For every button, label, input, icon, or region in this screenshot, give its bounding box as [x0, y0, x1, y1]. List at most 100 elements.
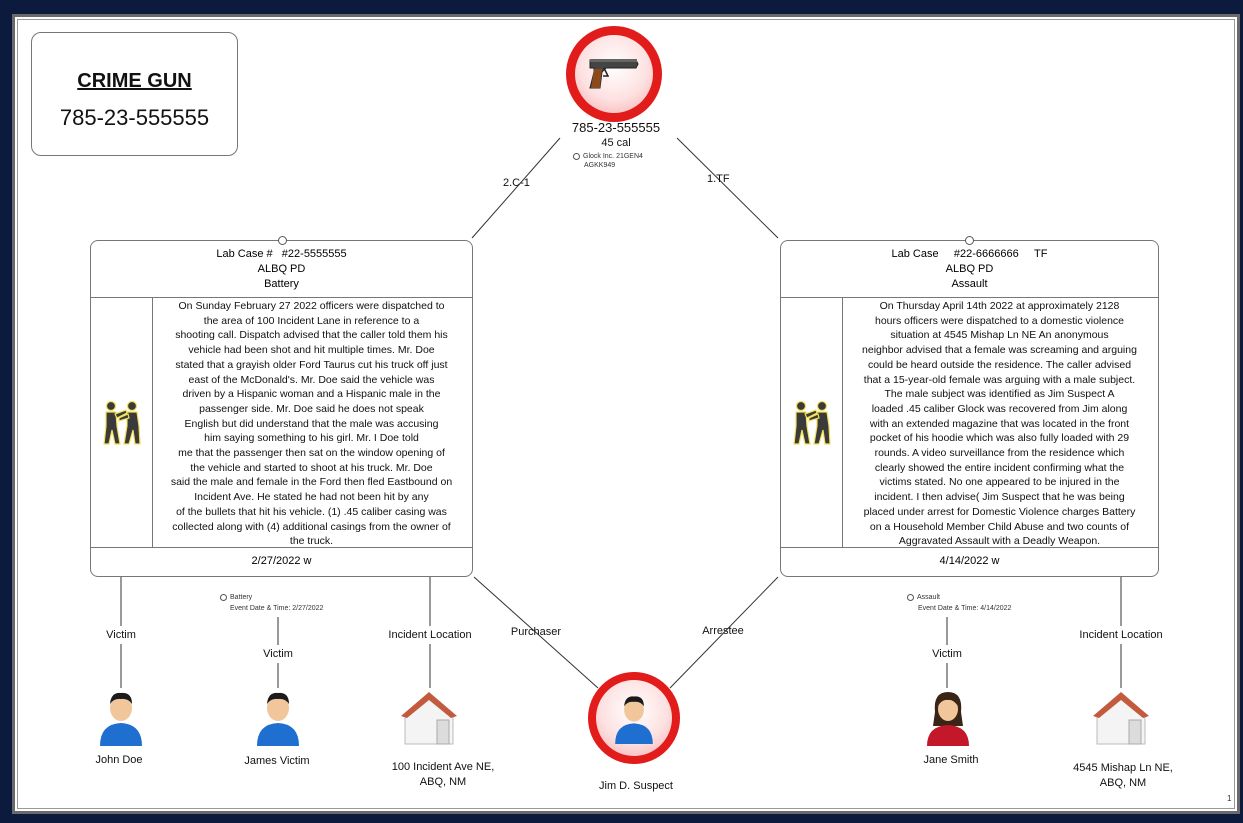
- event-title-right: Assault: [907, 593, 940, 602]
- entity-name: John Doe: [95, 754, 143, 766]
- narrative-line: The male subject was identified as Jim S…: [884, 388, 1115, 401]
- crime-gun-title-box: CRIME GUN 785-23-555555: [31, 32, 238, 156]
- pistol-icon: [589, 59, 639, 89]
- link-right-case-suspect: [669, 576, 779, 689]
- edge-label-arrestee: Arrestee: [702, 625, 744, 637]
- narrative-line: with an extended magazine that was locat…: [869, 417, 1130, 430]
- edge-label-incident-location: Incident Location: [388, 629, 472, 641]
- attribute-circle-icon: [907, 593, 914, 601]
- person-jane-smith[interactable]: [925, 688, 971, 751]
- case-narrative: On Sunday February 27 2022 officers were…: [153, 298, 470, 548]
- case-card-left[interactable]: Lab Case # #22-5555555 ALBQ PD Battery O…: [90, 236, 473, 577]
- male-person-icon: [615, 696, 653, 744]
- person-james-victim[interactable]: [255, 688, 301, 751]
- narrative-line: On Thursday April 14th 2022 at approxima…: [879, 300, 1120, 312]
- narrative-line: east of the McDonald's. Mr. Doe said the…: [188, 373, 435, 386]
- entity-name: James Victim: [244, 755, 310, 767]
- narrative-line: the truck.: [289, 535, 334, 548]
- location-incident-ave[interactable]: [399, 688, 459, 751]
- female-person-icon: [927, 692, 969, 746]
- edge-label-victim: Victim: [932, 648, 962, 660]
- narrative-line: placed under arrest for Domestic Violenc…: [863, 505, 1136, 518]
- attribute-circle-icon: [220, 593, 227, 601]
- location-address-right: 4545 Mishap Ln NE,ABQ, NM: [1073, 761, 1173, 791]
- suspect-node[interactable]: [588, 672, 680, 764]
- title-number: 785-23-555555: [59, 105, 210, 130]
- narrative-line: On Sunday February 27 2022 officers were…: [178, 300, 445, 312]
- narrative-line: hours officers were dispatched to a dome…: [874, 314, 1125, 327]
- event-detail-left: Event Date & Time: 2/27/2022: [230, 605, 324, 612]
- gun-make-line: Glock Inc. 21GEN4: [573, 152, 643, 161]
- connector-knob: [278, 236, 287, 245]
- narrative-line: English but did understand that the male…: [184, 417, 439, 430]
- house-icon: [401, 692, 457, 745]
- case-suffix: TF: [1034, 248, 1048, 260]
- narrative-line: said the male and female in the Ford the…: [170, 476, 453, 489]
- case-offense: Battery: [264, 278, 299, 290]
- entity-name: Jim D. Suspect: [599, 780, 673, 792]
- edge-label-purchaser: Purchaser: [510, 626, 562, 638]
- narrative-line: him saying something to his girl. Mr. I …: [204, 432, 419, 445]
- fighting-people-icon: [792, 400, 831, 445]
- male-person-icon: [100, 692, 142, 746]
- case-agency: ALBQ PD: [257, 263, 306, 275]
- address-line: 4545 Mishap Ln NE,: [1073, 762, 1173, 774]
- case-date-footer: 4/14/2022 w: [781, 547, 1158, 576]
- gun-code: AGKK949: [584, 162, 616, 169]
- link-left-case-suspect: [473, 576, 599, 689]
- gun-caliber: 45 cal: [601, 137, 631, 149]
- narrative-line: Incident Ave. He stated he had not been …: [194, 491, 429, 504]
- narrative-line: situation at 4545 Mishap Ln NE An anonym…: [890, 329, 1109, 342]
- narrative-line: neighbor advised that a female was screa…: [862, 344, 1137, 357]
- case-number: #22-6666666: [953, 248, 1019, 260]
- case-narrative: On Thursday April 14th 2022 at approxima…: [843, 298, 1156, 548]
- gun-serial: 785-23-555555: [571, 120, 661, 135]
- link-label-right-top: 1.TF: [707, 173, 730, 185]
- case-icon-cell: [781, 298, 843, 548]
- event-detail-right: Event Date & Time: 4/14/2022: [918, 605, 1012, 612]
- narrative-line: stated that a grayish older Ford Taurus …: [175, 358, 448, 371]
- case-offense: Assault: [951, 278, 988, 290]
- address-line: 100 Incident Ave NE,: [391, 761, 495, 773]
- gun-make: Glock Inc. 21GEN4: [583, 153, 643, 160]
- event-title: Battery: [230, 594, 253, 601]
- male-person-icon: [257, 692, 299, 746]
- narrative-line: incident. I then advise( Jim Suspect tha…: [874, 491, 1125, 504]
- case-header: Lab Case # #22-5555555 ALBQ PD Battery: [91, 241, 472, 298]
- edge-label-incident-location: Incident Location: [1079, 629, 1163, 641]
- narrative-line: driven by a Hispanic woman and a Hispani…: [182, 388, 441, 401]
- edge-label-victim: Victim: [263, 648, 293, 660]
- connector-knob: [965, 236, 974, 245]
- narrative-line: loaded .45 caliber Glock was recovered f…: [871, 402, 1128, 415]
- case-number: #22-5555555: [281, 248, 347, 260]
- narrative-line: on a Household Member Child Abuse and tw…: [869, 520, 1130, 533]
- link-label-left-top: 2.C-1: [503, 177, 530, 189]
- case-number-label: Lab Case #: [216, 248, 273, 260]
- narrative-line: the vehicle and started to shoot at his …: [190, 461, 433, 474]
- link-gun-right-case: [676, 137, 779, 239]
- case-number-label: Lab Case: [891, 248, 939, 260]
- narrative-line: clearly showed the entire incident confi…: [874, 461, 1125, 474]
- narrative-line: pocket of his hoodie which was also full…: [869, 432, 1130, 445]
- house-icon: [1093, 692, 1149, 745]
- narrative-line: passenger side. Mr. Doe said he does not…: [199, 402, 424, 415]
- narrative-line: victims stated. No one appeared to be in…: [879, 476, 1120, 489]
- narrative-line: could be heard outside the residence. Th…: [867, 358, 1132, 371]
- narrative-line: that a 15-year-old female was arguing wi…: [863, 373, 1136, 386]
- narrative-line: collected along with (4) additional casi…: [172, 520, 451, 533]
- case-card-right[interactable]: Lab Case #22-6666666 TF ALBQ PD Assault …: [780, 236, 1159, 577]
- narrative-line: vehicle had been shot and hit multiple t…: [188, 344, 435, 357]
- location-mishap-ln[interactable]: [1091, 688, 1151, 751]
- narrative-line: rounds. A video surveillance from the re…: [874, 447, 1125, 460]
- gun-node[interactable]: [566, 26, 662, 122]
- case-agency: ALBQ PD: [945, 263, 994, 275]
- link-gun-left-case: [471, 137, 561, 239]
- person-john-doe[interactable]: [98, 688, 144, 751]
- narrative-line: me that the passenger then sat on the wi…: [178, 447, 445, 460]
- event-title-left: Battery: [220, 593, 252, 602]
- narrative-line: of the bullets that hit his vehicle. (1)…: [176, 505, 447, 518]
- narrative-line: shooting call. Dispatch advised that the…: [175, 329, 448, 342]
- edge-label-victim: Victim: [106, 629, 136, 641]
- narrative-line: Aggravated Assault with a Deadly Weapon.: [898, 535, 1101, 548]
